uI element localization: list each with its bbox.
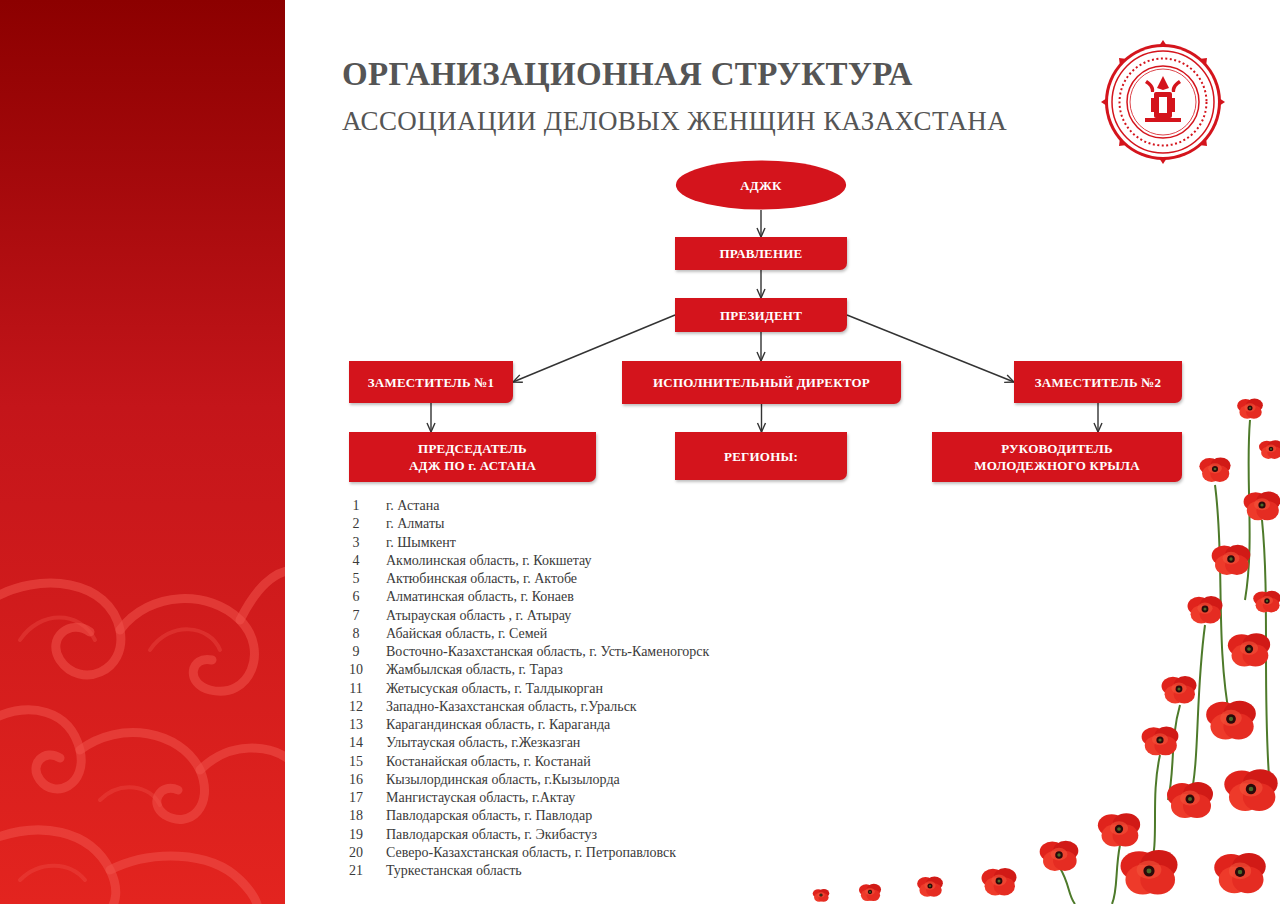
connector-arrow <box>760 210 761 237</box>
page-subtitle: АССОЦИАЦИИ ДЕЛОВЫХ ЖЕНЩИН КАЗАХСТАНА <box>342 106 1007 137</box>
connector-arrow <box>760 270 761 298</box>
list-number: 10 <box>344 661 368 679</box>
ellipse-node: АДЖК <box>675 160 847 210</box>
list-number: 16 <box>344 771 368 789</box>
box-text-group: ЗАМЕСТИТЕЛЬ №2 <box>1035 374 1161 391</box>
box-label: АДЖК <box>740 177 781 194</box>
list-number: 8 <box>344 625 368 643</box>
region-name: г. Алматы <box>386 515 444 533</box>
list-number: 6 <box>344 588 368 606</box>
list-number: 11 <box>344 680 368 698</box>
box-label: ПРЕДСЕДАТЕЛЬ АДЖ ПО г. АСТАНА <box>406 440 540 474</box>
region-name: Жетысуская область, г. Талдыкорган <box>386 680 603 698</box>
region-name: Павлодарская область, г. Экибастуз <box>386 826 597 844</box>
box-label: ЗАМЕСТИТЕЛЬ №2 <box>1035 374 1161 391</box>
region-name: Кызылординская область, г.Кызылорда <box>386 771 620 789</box>
box-text-group: РЕГИОНЫ: <box>724 448 798 465</box>
list-number: 14 <box>344 734 368 752</box>
region-name: Улытауская область, г.Жезказган <box>386 734 580 752</box>
process-box: РЕГИОНЫ: <box>675 432 847 480</box>
region-name: г. Астана <box>386 497 439 515</box>
list-number: 21 <box>344 862 368 880</box>
process-box: РУКОВОДИТЕЛЬ МОЛОДЕЖНОГО КРЫЛА <box>932 432 1182 482</box>
region-name: Карагандинская область, г. Караганда <box>386 716 610 734</box>
region-name: Западно-Казахстанская область, г.Уральск <box>386 698 637 716</box>
list-number: 12 <box>344 698 368 716</box>
region-name: Мангистауская область, г.Актау <box>386 789 575 807</box>
region-name: Актюбинская область, г. Актобе <box>386 570 577 588</box>
region-name: Акмолинская область, г. Кокшетау <box>386 552 592 570</box>
region-name: г. Шымкент <box>386 534 456 552</box>
box-text-group: ЗАМЕСТИТЕЛЬ №1 <box>368 374 494 391</box>
process-box: ЗАМЕСТИТЕЛЬ №1 <box>349 361 513 403</box>
list-number: 2 <box>344 515 368 533</box>
process-box: ЗАМЕСТИТЕЛЬ №2 <box>1014 361 1182 403</box>
connector-arrow <box>760 332 761 361</box>
box-text-group: ПРАВЛЕНИЕ <box>719 245 802 262</box>
list-number: 19 <box>344 826 368 844</box>
page-title: ОРГАНИЗАЦИОННАЯ СТРУКТУРА <box>342 56 913 93</box>
list-number: 1 <box>344 497 368 515</box>
region-name: Алматинская область, г. Конаев <box>386 588 574 606</box>
list-number: 5 <box>344 570 368 588</box>
box-label: ПРАВЛЕНИЕ <box>719 245 802 262</box>
list-number: 9 <box>344 643 368 661</box>
region-name: Восточно-Казахстанская область, г. Усть-… <box>386 643 709 661</box>
box-text-group: ПРЕЗИДЕНТ <box>720 307 802 324</box>
list-number: 20 <box>344 844 368 862</box>
list-number: 15 <box>344 753 368 771</box>
connector-arrow <box>761 404 762 432</box>
region-name: Павлодарская область, г. Павлодар <box>386 807 592 825</box>
side-panel <box>0 0 285 904</box>
list-number: 17 <box>344 789 368 807</box>
region-name: Жамбылская область, г. Тараз <box>386 661 563 679</box>
connector-arrow <box>430 403 431 432</box>
process-box: ИСПОЛНИТЕЛЬНЫЙ ДИРЕКТОР <box>622 361 901 404</box>
list-number: 4 <box>344 552 368 570</box>
box-label: ЗАМЕСТИТЕЛЬ №1 <box>368 374 494 391</box>
region-name: Атырауская область , г. Атырау <box>386 607 571 625</box>
connector-arrow <box>1097 403 1098 432</box>
region-name: Туркестанская область <box>386 862 522 880</box>
list-number: 7 <box>344 607 368 625</box>
list-number: 3 <box>344 534 368 552</box>
box-label: ПРЕЗИДЕНТ <box>720 307 802 324</box>
logo-seal <box>1101 40 1225 164</box>
region-name: Костанайская область, г. Костанай <box>386 753 591 771</box>
list-number: 18 <box>344 807 368 825</box>
process-box: ПРЕДСЕДАТЕЛЬ АДЖ ПО г. АСТАНА <box>349 432 596 482</box>
box-label: РЕГИОНЫ: <box>724 448 798 465</box>
box-label: РУКОВОДИТЕЛЬ МОЛОДЕЖНОГО КРЫЛА <box>965 440 1150 474</box>
region-name: Абайская область, г. Семей <box>386 625 547 643</box>
region-name: Северо-Казахстанская область, г. Петропа… <box>386 844 676 862</box>
process-box: ПРАВЛЕНИЕ <box>675 237 847 270</box>
box-text-group: ИСПОЛНИТЕЛЬНЫЙ ДИРЕКТОР <box>653 374 870 391</box>
list-number: 13 <box>344 716 368 734</box>
box-text-group: АДЖК <box>740 177 781 194</box>
process-box: ПРЕЗИДЕНТ <box>675 298 847 332</box>
box-text-group: РУКОВОДИТЕЛЬ МОЛОДЕЖНОГО КРЫЛА <box>965 440 1150 474</box>
box-text-group: ПРЕДСЕДАТЕЛЬ АДЖ ПО г. АСТАНА <box>406 440 540 474</box>
box-label: ИСПОЛНИТЕЛЬНЫЙ ДИРЕКТОР <box>653 374 870 391</box>
